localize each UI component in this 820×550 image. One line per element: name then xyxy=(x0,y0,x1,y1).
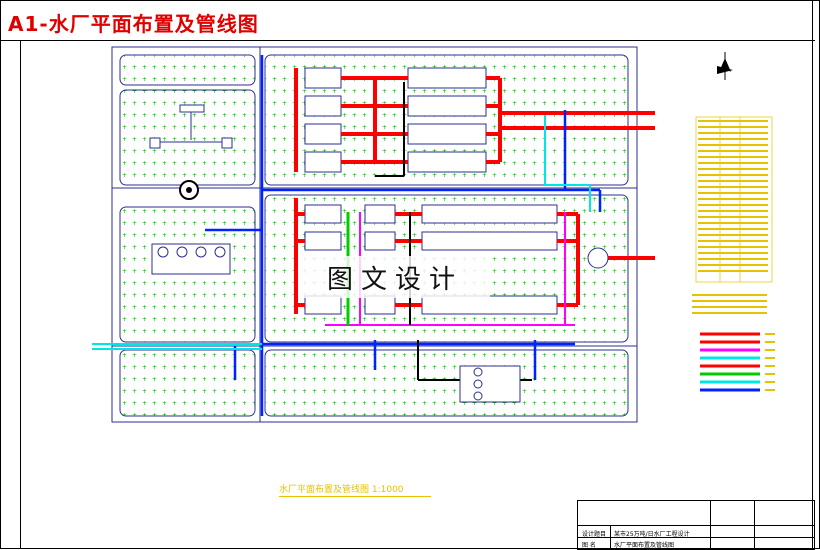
scale-label: 水厂平面布置及管线图 1:1000 xyxy=(279,485,404,495)
title-divider xyxy=(0,40,815,41)
frame-left-border xyxy=(20,40,21,549)
sludge-pipes xyxy=(375,82,532,381)
north-arrow-icon xyxy=(717,52,733,80)
title-block-label-2: 图 名 xyxy=(582,542,596,549)
raw-water-pipes xyxy=(294,68,655,314)
clarifier-icon xyxy=(179,180,199,200)
title-block: 设计题目 某市25万吨/日水厂工程设计 图 名 水厂平面布置及管线图 xyxy=(577,500,815,550)
pipe-legend-text xyxy=(765,333,775,391)
title-block-label-1: 设计题目 xyxy=(582,531,607,538)
distribution-well xyxy=(149,104,233,149)
title-block-value-1: 某市25万吨/日水厂工程设计 xyxy=(614,531,690,538)
scale-underline xyxy=(279,496,431,497)
wash-pipes xyxy=(92,115,591,350)
pump-house xyxy=(459,365,521,403)
legend-table-text xyxy=(692,120,768,314)
clear-water-well xyxy=(587,247,609,269)
watermark: 图文设计 xyxy=(300,256,490,298)
drawing-title: A1-水厂平面布置及管线图 xyxy=(8,12,259,36)
site-boundary xyxy=(111,46,638,423)
tank-icon xyxy=(151,243,231,275)
title-block-value-2: 水厂平面布置及管线图 xyxy=(614,542,675,549)
pipe-legend xyxy=(700,332,760,392)
frame-right-border xyxy=(812,0,813,549)
